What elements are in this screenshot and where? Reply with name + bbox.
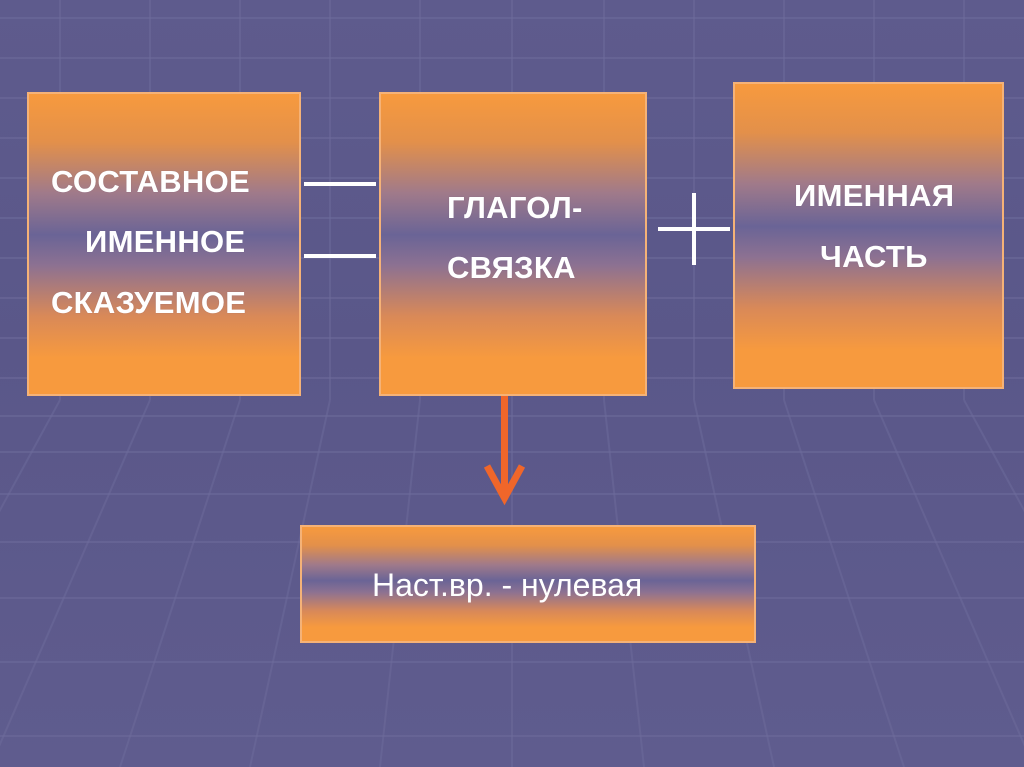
box2-line2: СВЯЗКА xyxy=(447,250,576,285)
box1-line2: ИМЕННОЕ xyxy=(85,224,246,259)
plus-icon xyxy=(658,193,730,265)
box1-line3: СКАЗУЕМОЕ xyxy=(51,285,247,320)
box-present-tense-zero: Наст.вр. - нулевая xyxy=(300,525,756,643)
box-verb-link: ГЛАГОЛ- СВЯЗКА xyxy=(379,92,647,396)
equals-icon xyxy=(304,182,376,258)
box3-line1: ИМЕННАЯ xyxy=(794,178,955,213)
result-text: Наст.вр. - нулевая xyxy=(372,567,643,603)
arrow-down-icon xyxy=(483,396,526,506)
box-compound-nominal-predicate: СОСТАВНОЕ ИМЕННОЕ СКАЗУЕМОЕ xyxy=(27,92,301,396)
box-nominal-part: ИМЕННАЯ ЧАСТЬ xyxy=(733,82,1004,389)
box1-line1: СОСТАВНОЕ xyxy=(51,164,250,199)
box2-line1: ГЛАГОЛ- xyxy=(447,190,583,225)
box3-line2: ЧАСТЬ xyxy=(820,239,928,274)
